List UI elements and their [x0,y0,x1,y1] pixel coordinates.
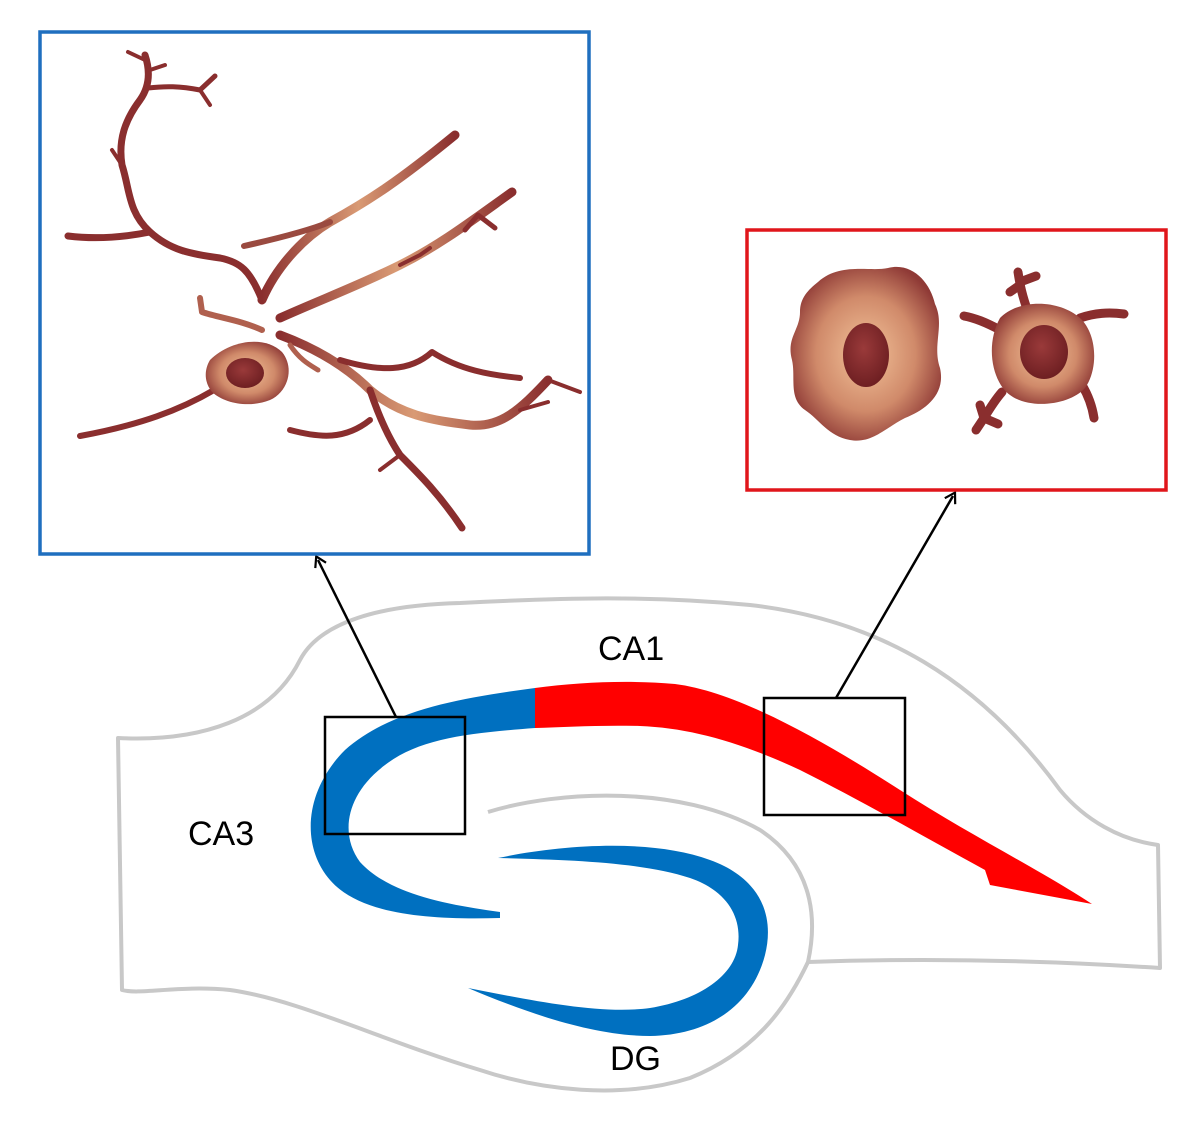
amoeboid-microglia-icon [790,266,942,441]
ca3-label: CA3 [188,815,254,853]
ca1-pyramidal-layer [535,681,1092,904]
ca3-to-ramified-arrow [314,554,398,718]
process-bearing-microglia-icon [959,267,1129,435]
ramified-microglia-panel [38,30,591,556]
ca1-zoom-box [762,696,907,817]
dg-label: DG [610,1040,661,1078]
ca1-to-amoeboid-arrow [834,490,957,699]
ca1-label: CA1 [598,630,664,668]
ramified-microglia-icon [64,50,582,532]
hippocampus-outline [116,596,1162,1093]
ca3-pyramidal-layer [310,688,535,919]
